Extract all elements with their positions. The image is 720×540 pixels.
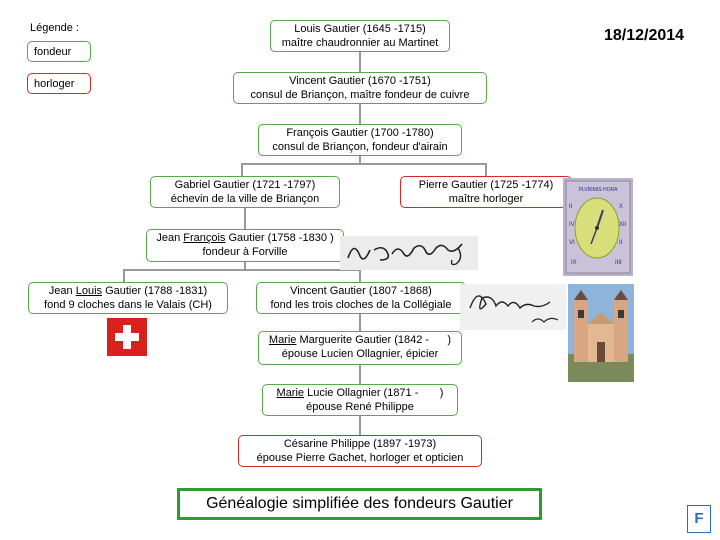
person-gabriel-role: échevin de la ville de Briançon bbox=[170, 193, 320, 205]
svg-text:XII: XII bbox=[619, 222, 627, 228]
person-francois1-role: consul de Briançon, fondeur d'airain bbox=[272, 141, 448, 153]
legend-title: Légende : bbox=[30, 22, 79, 34]
person-lucie: Marie Lucie Ollagnier (1871 - ) épouse R… bbox=[262, 384, 458, 416]
person-marguerite: Marie Marguerite Gautier (1842 - ) épous… bbox=[258, 331, 462, 365]
date: 18/12/2014 bbox=[604, 27, 685, 44]
person-pierre-role: maître horloger bbox=[448, 193, 524, 205]
legend-fondeur-label: fondeur bbox=[34, 46, 72, 58]
person-lucie-role: épouse René Philippe bbox=[306, 401, 414, 413]
person-gabriel-name: Gabriel Gautier (1721 -1797) bbox=[174, 179, 316, 191]
person-jeanlouis-role: fond 9 cloches dans le Valais (CH) bbox=[44, 299, 212, 311]
person-vincent1-name: Vincent Gautier (1670 -1751) bbox=[289, 75, 431, 87]
svg-text:IIII: IIII bbox=[615, 260, 622, 266]
page-badge: F bbox=[687, 505, 711, 533]
svg-text:IV: IV bbox=[569, 222, 575, 228]
person-jeanfrancois-name: Jean François Gautier (1758 -1830 ) bbox=[156, 232, 334, 244]
person-vincent1-role: consul de Briançon, maître fondeur de cu… bbox=[250, 89, 470, 101]
swiss-flag-icon bbox=[107, 318, 147, 356]
legend-horloger: horloger bbox=[27, 73, 91, 94]
signature-image bbox=[340, 236, 478, 270]
person-vincent2: Vincent Gautier (1807 -1868) fond les tr… bbox=[256, 282, 466, 314]
person-louis-name: Louis Gautier (1645 -1715) bbox=[294, 23, 426, 35]
diagram-title: Généalogie simplifiée des fondeurs Gauti… bbox=[177, 488, 542, 520]
person-lucie-name: Marie Lucie Ollagnier (1871 - ) bbox=[276, 387, 444, 399]
signature-image-2 bbox=[460, 284, 566, 330]
svg-text:VI: VI bbox=[569, 240, 575, 246]
person-pierre: Pierre Gautier (1725 -1774) maître horlo… bbox=[400, 176, 572, 208]
person-cesarine: Césarine Philippe (1897 -1973) épouse Pi… bbox=[238, 435, 482, 467]
person-francois1: François Gautier (1700 -1780) consul de … bbox=[258, 124, 462, 156]
person-francois1-name: François Gautier (1700 -1780) bbox=[286, 127, 434, 139]
church-image bbox=[568, 284, 634, 382]
svg-text:II: II bbox=[569, 204, 573, 210]
person-vincent2-name: Vincent Gautier (1807 -1868) bbox=[290, 285, 432, 297]
svg-text:II: II bbox=[619, 240, 623, 246]
legend-horloger-label: horloger bbox=[34, 78, 75, 90]
person-jeanlouis-name: Jean Louis Gautier (1788 -1831) bbox=[48, 285, 208, 297]
svg-text:X: X bbox=[619, 204, 623, 210]
person-louis-role: maître chaudronnier au Martinet bbox=[281, 37, 439, 49]
person-jeanfrancois: Jean François Gautier (1758 -1830 ) fond… bbox=[146, 229, 344, 262]
person-cesarine-role: épouse Pierre Gachet, horloger et optici… bbox=[256, 452, 464, 464]
person-jeanlouis: Jean Louis Gautier (1788 -1831) fond 9 c… bbox=[28, 282, 228, 314]
person-marguerite-role: épouse Lucien Ollagnier, épicier bbox=[281, 348, 439, 360]
person-pierre-name: Pierre Gautier (1725 -1774) bbox=[418, 179, 554, 191]
svg-text:IX: IX bbox=[571, 260, 577, 266]
sundial-motto: PLVRIMIS HORA bbox=[579, 187, 618, 193]
person-vincent1: Vincent Gautier (1670 -1751) consul de B… bbox=[233, 72, 487, 104]
person-louis: Louis Gautier (1645 -1715) maître chaudr… bbox=[270, 20, 450, 52]
person-cesarine-name: Césarine Philippe (1897 -1973) bbox=[283, 438, 437, 450]
legend-fondeur: fondeur bbox=[27, 41, 91, 62]
person-gabriel: Gabriel Gautier (1721 -1797) échevin de … bbox=[150, 176, 340, 208]
person-jeanfrancois-role: fondeur à Forville bbox=[202, 246, 288, 258]
person-vincent2-role: fond les trois cloches de la Collégiale bbox=[270, 299, 452, 311]
person-marguerite-name: Marie Marguerite Gautier (1842 - ) bbox=[268, 334, 452, 346]
